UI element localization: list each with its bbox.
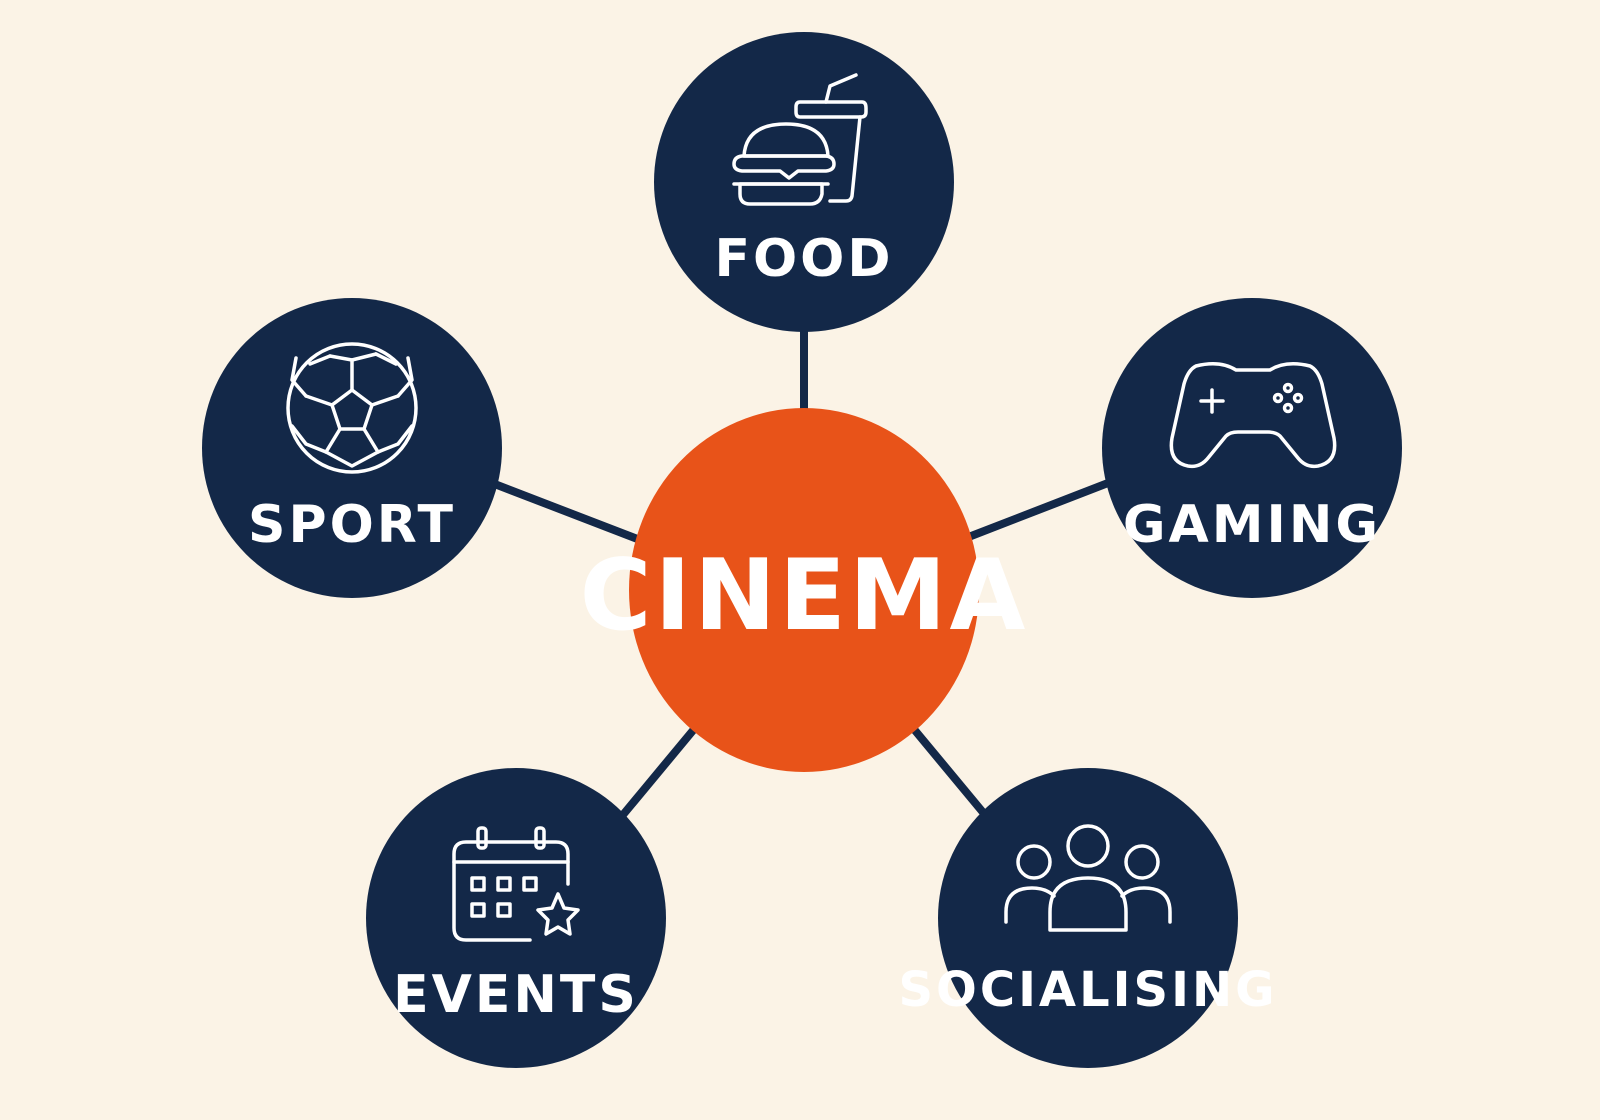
node-gaming-label: GAMING bbox=[1123, 495, 1381, 555]
node-events-circle bbox=[366, 768, 666, 1068]
gamepad-icon bbox=[1169, 362, 1337, 469]
connectors bbox=[490, 330, 1110, 819]
node-food-circle bbox=[654, 32, 954, 332]
center-circle bbox=[629, 408, 979, 772]
node-gaming: GAMING bbox=[1102, 298, 1402, 598]
node-food-label: FOOD bbox=[714, 229, 893, 289]
node-socialising: SOCIALISING bbox=[898, 768, 1277, 1068]
connector-events bbox=[618, 719, 704, 819]
node-sport-label: SPORT bbox=[248, 495, 456, 555]
node-gaming-circle bbox=[1102, 298, 1402, 598]
connector-gaming bbox=[964, 479, 1110, 542]
node-events-label: EVENTS bbox=[393, 965, 639, 1025]
calendar-star-icon bbox=[452, 826, 580, 942]
burger-drink-icon bbox=[732, 73, 868, 206]
connector-socialising bbox=[904, 719, 990, 819]
node-events: EVENTS bbox=[366, 768, 666, 1068]
node-sport: SPORT bbox=[202, 298, 502, 598]
node-socialising-label: SOCIALISING bbox=[898, 962, 1277, 1018]
center-node: CINEMA bbox=[580, 408, 1029, 772]
node-food: FOOD bbox=[654, 32, 954, 332]
connector-sport bbox=[490, 479, 642, 544]
soccer-ball-icon bbox=[286, 342, 418, 474]
center-label: CINEMA bbox=[580, 539, 1029, 653]
node-socialising-circle bbox=[938, 768, 1238, 1068]
node-sport-circle bbox=[202, 298, 502, 598]
people-group-icon bbox=[1004, 824, 1172, 932]
